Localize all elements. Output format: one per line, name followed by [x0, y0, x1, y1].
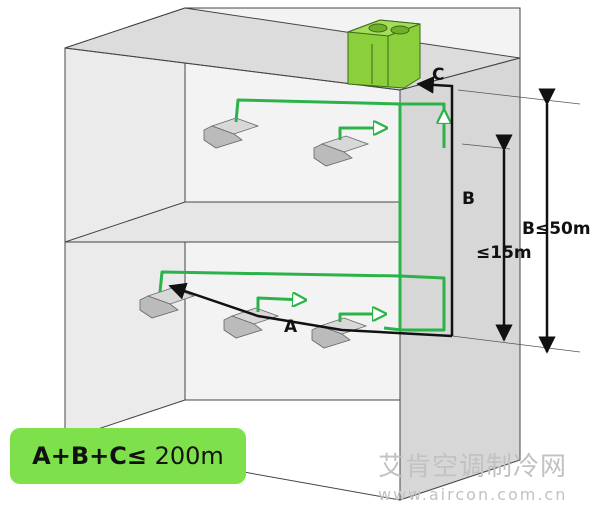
label-b-limit: B≤50m [522, 219, 591, 239]
watermark-cn: 艾肯空调制冷网 [378, 452, 568, 482]
label-b: B [462, 189, 475, 209]
formula-box: A+B+C≤ 200m [10, 428, 246, 484]
label-height-limit: ≤15m [476, 243, 532, 263]
right-wall [399, 57, 521, 501]
formula-value: 200m [154, 442, 224, 470]
watermark-url: www.aircon.com.cn [378, 485, 568, 504]
label-a: A [284, 317, 298, 337]
watermark: 艾肯空调制冷网 www.aircon.com.cn [378, 446, 598, 504]
dimension-arrows [495, 88, 556, 354]
indoor-unit-upper-1 [203, 117, 260, 149]
refrigerant-piping [158, 98, 444, 332]
outdoor-unit [347, 19, 421, 89]
indoor-unit-upper-2 [313, 135, 370, 167]
label-c: C [432, 65, 444, 85]
formula-expression: A+B+C≤ [32, 442, 147, 470]
building [64, 7, 521, 501]
measured-path [168, 76, 454, 338]
indoor-unit-lower-3 [311, 317, 368, 349]
